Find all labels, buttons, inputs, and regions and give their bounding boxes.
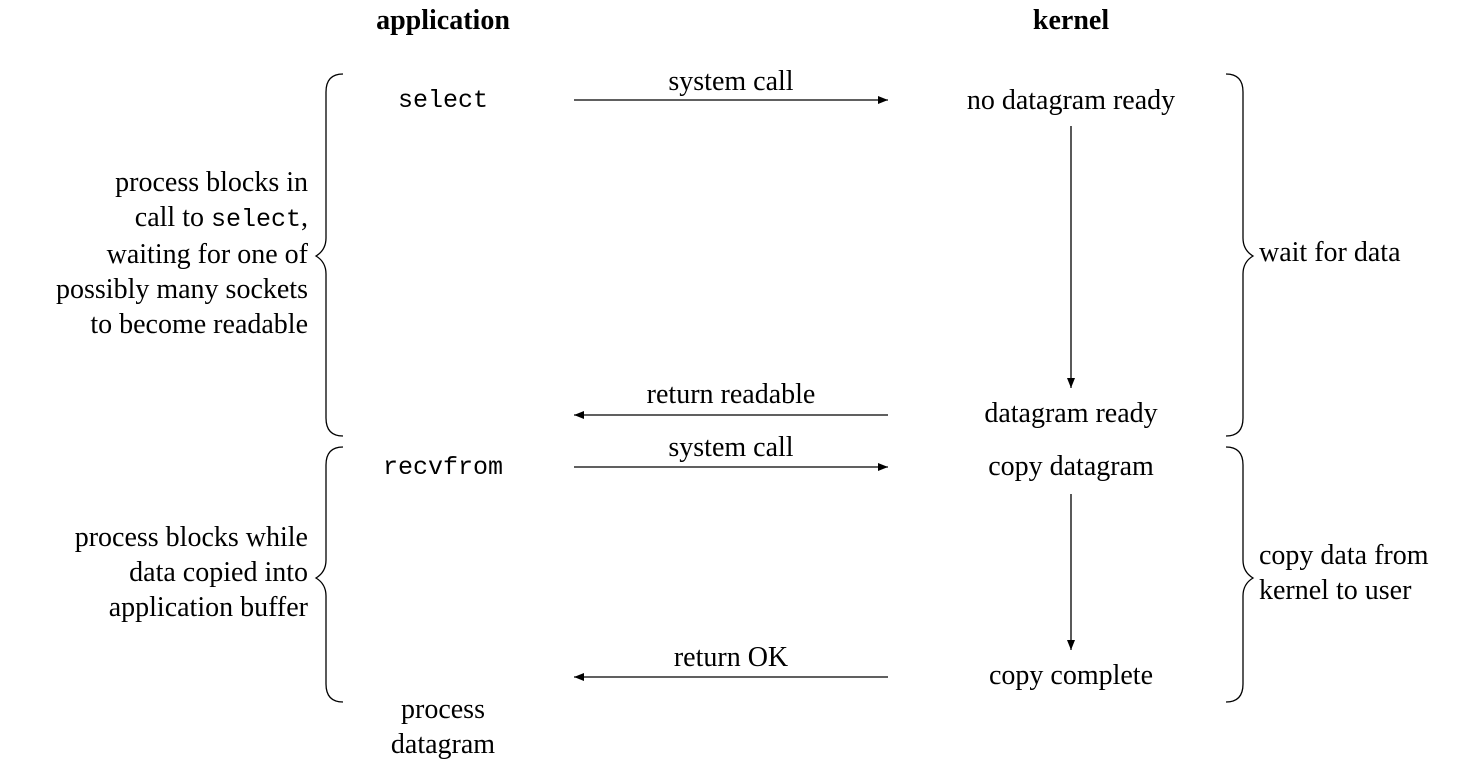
recvfrom-call: recvfrom: [382, 453, 504, 482]
note-line: copy data from: [1259, 540, 1429, 571]
application-header: application: [376, 5, 510, 36]
blocking-select-note: process blocks in call to select, waitin…: [0, 165, 308, 342]
note-text: call to: [134, 202, 211, 233]
copy-complete-state: copy complete: [988, 660, 1154, 691]
note-line: possibly many sockets: [56, 274, 308, 305]
note-line: kernel to user: [1259, 575, 1412, 606]
note-line: to become readable: [90, 309, 308, 340]
select-call: select: [397, 86, 488, 115]
copy-datagram-state: copy datagram: [988, 451, 1154, 482]
process-datagram-line-1: process: [401, 694, 485, 725]
process-datagram-line-2: datagram: [390, 729, 496, 760]
wait-for-data-note: wait for data: [1259, 237, 1401, 268]
note-line: call to select,: [0, 200, 308, 237]
left-brace-wait: [314, 73, 344, 437]
note-punctuation: ,: [301, 202, 308, 233]
right-brace-copy: [1225, 446, 1255, 703]
copy-data-note: copy data from kernel to user: [1259, 538, 1469, 608]
return-ok-label: return OK: [673, 642, 789, 673]
datagram-ready-state: datagram ready: [984, 398, 1158, 429]
return-readable-label: return readable: [646, 379, 816, 410]
select-code: select: [210, 205, 301, 234]
note-line: process blocks in: [115, 167, 308, 198]
left-brace-copy: [314, 446, 344, 703]
blocking-copy-note: process blocks while data copied into ap…: [0, 520, 308, 625]
right-brace-wait: [1225, 73, 1255, 437]
process-datagram-label: process datagram: [343, 692, 543, 762]
system-call-label-2: system call: [668, 432, 794, 463]
note-line: data copied into: [129, 557, 308, 588]
note-line: waiting for one of: [106, 239, 308, 270]
no-datagram-ready-state: no datagram ready: [966, 85, 1176, 116]
kernel-header: kernel: [1032, 5, 1110, 36]
note-line: application buffer: [108, 592, 308, 623]
note-line: process blocks while: [74, 522, 308, 553]
system-call-label-1: system call: [668, 66, 794, 97]
